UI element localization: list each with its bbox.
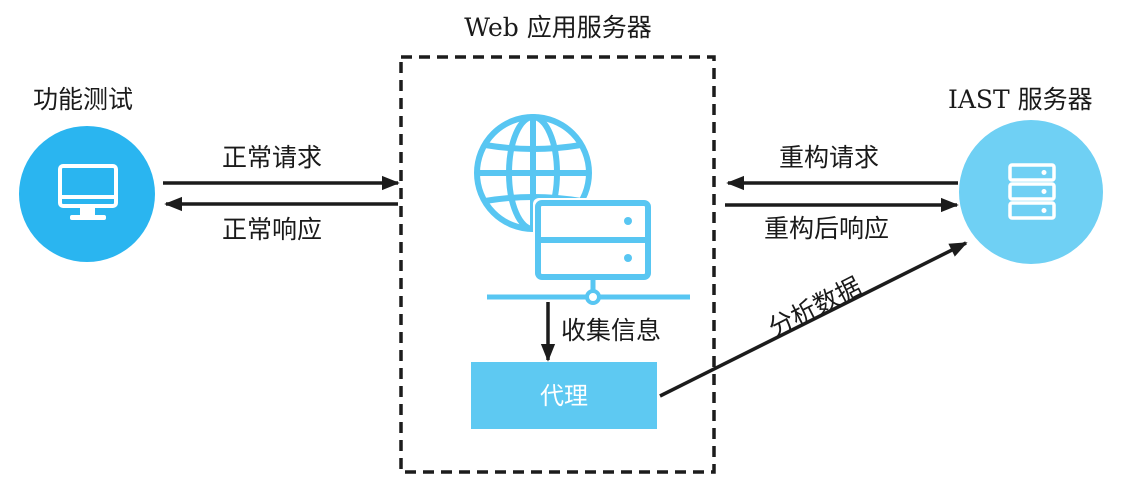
diagram-title: Web 应用服务器 xyxy=(464,13,652,42)
agent-box xyxy=(471,362,657,429)
functional-test-label: 功能测试 xyxy=(33,85,134,114)
iast-server-label: IAST 服务器 xyxy=(948,85,1093,114)
agent-label: 代理 xyxy=(540,382,588,410)
normal-response-label: 正常响应 xyxy=(222,215,323,244)
iast-server-node xyxy=(959,120,1103,264)
web-server-boundary xyxy=(399,55,716,474)
rebuilt-response-label: 重构后响应 xyxy=(764,214,890,243)
rebuilt-request-label: 重构请求 xyxy=(779,143,880,172)
functional-test-node xyxy=(19,126,155,262)
server-rack-icon xyxy=(1008,163,1056,220)
normal-request-label: 正常请求 xyxy=(222,143,323,172)
server-icon xyxy=(487,198,690,305)
collect-info-label: 收集信息 xyxy=(561,316,662,345)
analyze-data-arrow xyxy=(659,241,968,398)
monitor-icon xyxy=(58,164,118,220)
